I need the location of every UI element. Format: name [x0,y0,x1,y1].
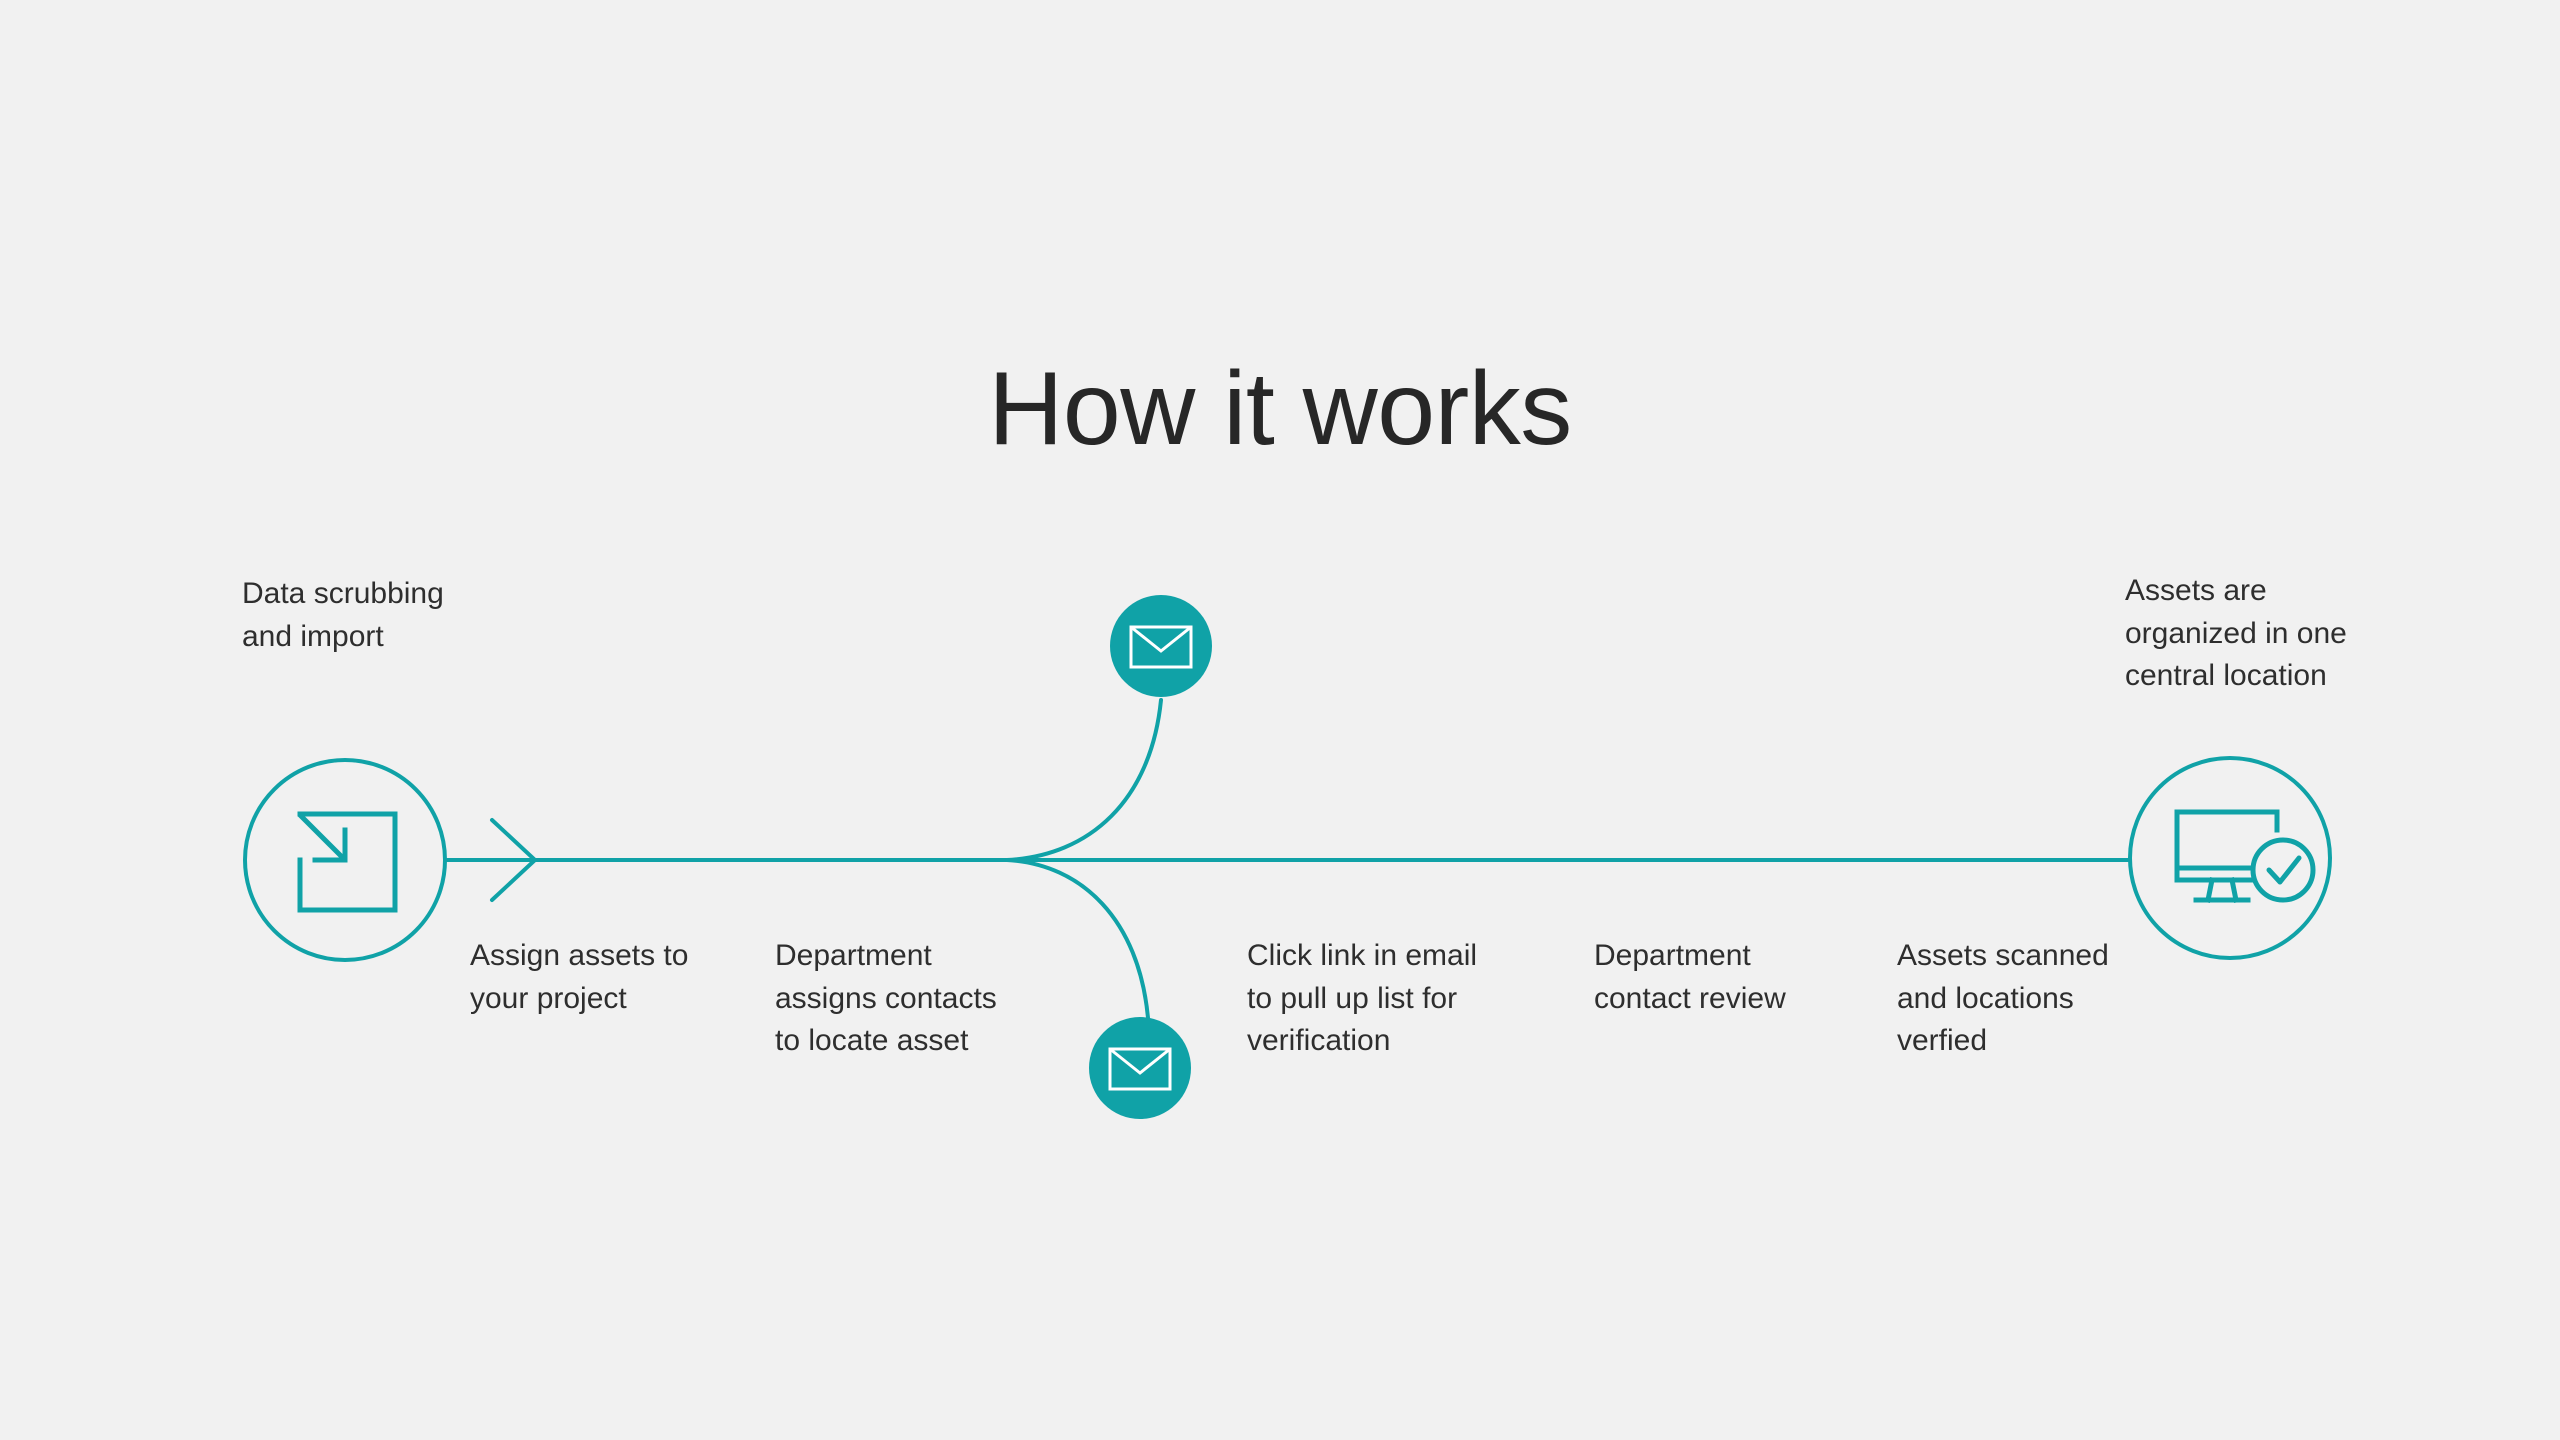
envelope-icon [1108,1047,1172,1091]
page-title: How it works [988,351,1572,467]
node-import[interactable] [243,758,447,962]
monitor-check-icon [2174,809,2316,903]
connector-branch-up [1005,698,1163,862]
caption-assets-scanned: Assets scanned and locations verfied [1897,939,2109,1058]
caption-click-link: Click link in email to pull up list for … [1247,939,1478,1058]
caption-assets-organized: Assets are organized in one central loca… [2125,574,2347,693]
caption-department-assigns: Department assigns contacts to locate as… [775,939,997,1058]
verified-circle-outline [2128,756,2332,960]
email-bottom-circle [1089,1017,1191,1119]
node-email-bottom[interactable] [1089,1017,1191,1119]
caption-assign-assets: Assign assets to your project [470,939,689,1015]
import-arrow-into-square-icon [297,811,398,913]
node-verified[interactable] [2128,756,2332,960]
chevron-right-icon [490,818,538,902]
import-circle-outline [243,758,447,962]
caption-data-scrubbing: Data scrubbing and import [242,577,444,653]
node-email-top[interactable] [1110,595,1212,697]
email-top-circle [1110,595,1212,697]
connector-branch-down [1005,858,1150,1020]
envelope-icon [1129,625,1193,669]
caption-department-review: Department contact review [1594,939,1786,1015]
